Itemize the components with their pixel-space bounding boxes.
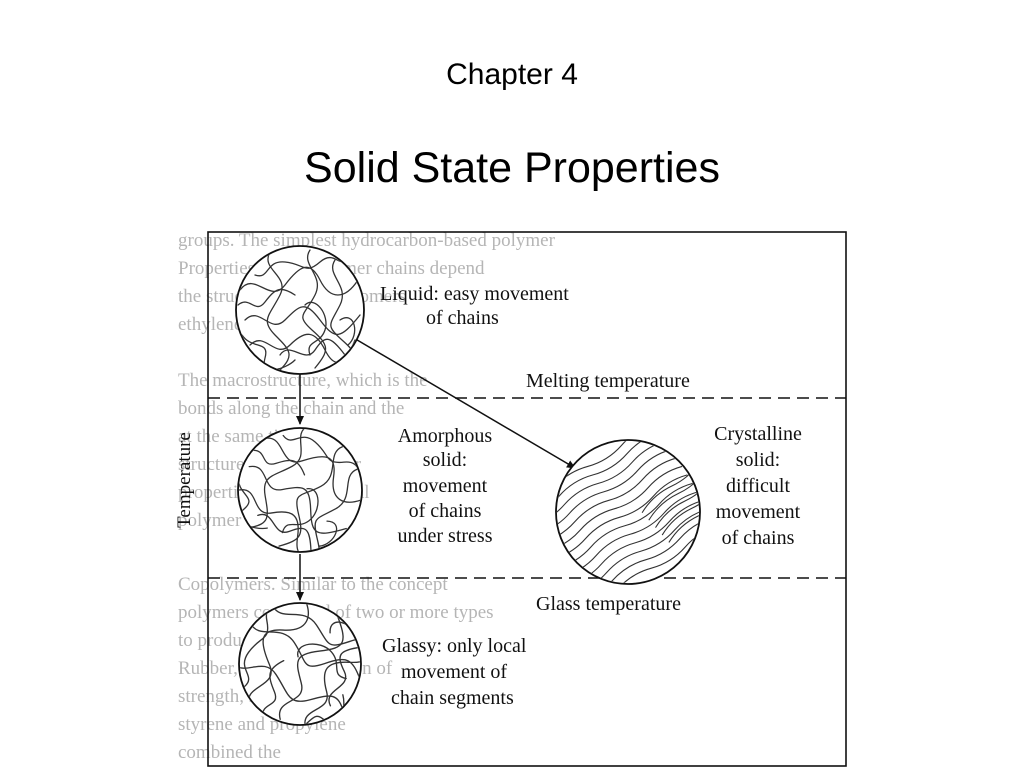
- glass-temperature-label: Glass temperature: [536, 593, 681, 615]
- svg-text:combined the: combined the: [178, 742, 281, 763]
- melting-temperature-label: Melting temperature: [526, 370, 690, 392]
- svg-text:Crystalline: Crystalline: [714, 423, 802, 445]
- svg-text:under stress: under stress: [398, 525, 493, 547]
- svg-text:of chains: of chains: [722, 527, 795, 549]
- svg-text:to produce: to produce: [178, 630, 259, 651]
- arrow-liquid-to-crystalline: [346, 333, 576, 469]
- liquid-label-line-2: of chains: [426, 307, 499, 329]
- svg-text:movement: movement: [716, 501, 801, 523]
- glassy-label-line-3: chain segments: [391, 687, 514, 709]
- svg-text:groups. The simplest hydrocarb: groups. The simplest hydrocarbon-based p…: [178, 230, 556, 251]
- temperature-axis-label: Temperature: [174, 432, 195, 528]
- svg-text:solid:: solid:: [423, 449, 467, 471]
- chapter-heading: Chapter 4: [446, 58, 578, 91]
- amorphous-chains-circle: [237, 427, 363, 553]
- svg-text:solid:: solid:: [736, 449, 780, 471]
- liquid-chains-circle: [235, 245, 365, 375]
- svg-text:of chains: of chains: [409, 500, 482, 522]
- scanned-figure: groups. The simplest hydrocarbon-based p…: [160, 222, 850, 768]
- liquid-label-line-1: Liquid: easy movement: [380, 283, 569, 305]
- svg-text:difficult: difficult: [726, 475, 791, 497]
- amorphous-label: Amorphous solid: movement of chains unde…: [398, 425, 493, 547]
- glassy-label-line-1: Glassy: only local: [382, 635, 527, 657]
- crystalline-chains-circle: [555, 439, 701, 585]
- svg-text:Copolymers. Similar to the con: Copolymers. Similar to the concept: [178, 574, 448, 595]
- svg-text:Amorphous: Amorphous: [398, 425, 493, 447]
- figure-border: [207, 231, 847, 767]
- svg-text:polymers composed of two or mo: polymers composed of two or more types: [178, 602, 494, 623]
- glassy-label-line-2: movement of: [401, 661, 507, 683]
- glassy-chains-circle: [238, 602, 362, 726]
- svg-text:bonds along the chain and the: bonds along the chain and the: [178, 398, 404, 419]
- svg-text:movement: movement: [403, 475, 488, 497]
- bleed-through-text: groups. The simplest hydrocarbon-based p…: [178, 230, 556, 763]
- slide-title: Solid State Properties: [304, 144, 720, 192]
- svg-text:The macrostructure, which is t: The macrostructure, which is the: [178, 370, 428, 391]
- crystalline-label: Crystalline solid: difficult movement of…: [714, 423, 802, 549]
